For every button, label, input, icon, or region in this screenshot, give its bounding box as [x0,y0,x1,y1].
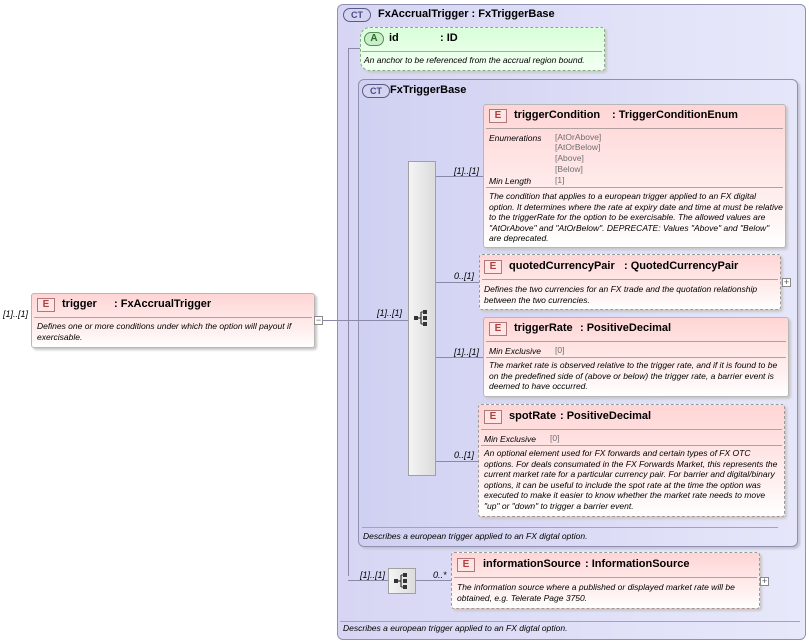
quoted-currency-pair-badge: E [484,260,502,274]
spot-rate-facet-label: Min Exclusive [484,434,536,444]
inner-ct-badge: CT [362,84,390,98]
trigger-root-name: trigger [62,298,97,310]
quoted-currency-pair-name: quotedCurrencyPair [509,260,615,272]
inner-ct-description: Describes a european trigger applied to … [363,531,588,541]
trigger-root-separator [34,317,312,318]
trigger-rate-multiplicity: [1]..[1] [454,347,480,357]
outer-ct-separator [340,621,800,622]
information-source-separator [454,577,757,578]
information-source-description: The information source where a published… [457,582,735,603]
trigger-rate-description: The market rate is observed relative to … [489,360,778,391]
trigger-rate-separator-top [486,341,786,342]
trigger-rate-badge: E [489,322,507,336]
trigger-condition-multiplicity: [1]..[1] [454,166,480,176]
information-source-type: : InformationSource [585,558,690,570]
branch-quoted-currency-pair [436,282,479,283]
attribute-name: id [389,32,399,44]
trigger-condition-separator-bottom [486,187,783,188]
connector-to-attribute [348,48,360,49]
min-length-value: [1] [555,175,565,185]
enumerations-label: Enumerations [489,133,542,143]
spot-rate-facet-value: [0] [550,433,560,443]
min-length-label: Min Length [489,176,532,186]
quoted-currency-pair-type: : QuotedCurrencyPair [624,260,739,272]
sequence-compositor[interactable] [408,161,436,476]
enumeration-value: [AtOrBelow] [555,142,601,152]
trigger-condition-badge: E [489,109,507,123]
outer-ct-description: Describes a european trigger applied to … [343,623,568,633]
information-source-sequence-compositor[interactable] [388,568,416,594]
trigger-condition-name: triggerCondition [514,109,601,121]
enumeration-value: [Below] [555,164,583,174]
trigger-root-description: Defines one or more conditions under whi… [37,321,292,342]
trigger-rate-type: : PositiveDecimal [580,322,672,334]
attribute-separator [362,51,602,52]
connector-to-info-seq [348,580,388,581]
expand-quoted-currency-pair-button[interactable]: + [782,277,791,287]
branch-information-source [416,580,451,581]
connector-root-to-ct [322,320,358,321]
root-multiplicity: [1]..[1] [3,309,29,319]
quoted-currency-pair-description: Defines the two currencies for an FX tra… [484,284,758,305]
information-source-name: informationSource [483,558,581,570]
connector-vertical-main [348,48,349,576]
enumeration-value: [Above] [555,153,584,163]
branch-trigger-condition [436,176,483,177]
attribute-badge: A [364,32,384,46]
attribute-type: : ID [440,32,458,44]
trigger-condition-separator-top [486,128,783,129]
connector-to-inner-ct [348,320,408,321]
sequence-multiplicity: [1]..[1] [377,308,403,318]
trigger-rate-facet-value: [0] [555,345,565,355]
spot-rate-description: An optional element used for FX forwards… [484,448,778,511]
sequence-icon [414,310,427,326]
trigger-root-card[interactable] [31,293,315,348]
information-source-sequence-multiplicity: [1]..[1] [360,570,386,580]
information-source-card[interactable] [451,552,760,609]
branch-trigger-rate [436,357,483,358]
branch-spot-rate [436,461,479,462]
spot-rate-name: spotRate [509,410,557,422]
spot-rate-card[interactable] [478,404,785,517]
trigger-rate-name: triggerRate [514,322,573,334]
spot-rate-multiplicity: 0..[1] [454,450,475,460]
information-source-multiplicity: 0..* [433,570,447,580]
quoted-currency-pair-separator [482,279,778,280]
quoted-currency-pair-card[interactable] [479,254,781,310]
trigger-rate-separator-bottom [486,357,786,358]
trigger-root-type: : FxAccrualTrigger [114,298,212,310]
trigger-condition-type: : TriggerConditionEnum [612,109,738,121]
trigger-rate-facet-label: Min Exclusive [489,346,541,356]
trigger-condition-description: The condition that applies to a european… [489,191,783,243]
outer-ct-title: FxAccrualTrigger : FxTriggerBase [378,8,555,20]
trigger-root-badge: E [37,298,55,312]
expand-information-source-button[interactable]: + [760,576,769,586]
inner-ct-separator [362,527,778,528]
information-source-badge: E [457,558,475,572]
enumeration-value: [AtOrAbove] [555,132,602,142]
spot-rate-type: : PositiveDecimal [560,410,652,422]
outer-ct-badge: CT [343,8,371,22]
collapse-trigger-button[interactable]: − [314,315,323,325]
spot-rate-badge: E [484,410,502,424]
sequence-icon [394,573,407,589]
spot-rate-separator-top [481,429,782,430]
attribute-id-card[interactable] [360,27,605,71]
attribute-description: An anchor to be referenced from the accr… [364,55,585,65]
inner-ct-title: FxTriggerBase [390,84,467,96]
spot-rate-separator-bottom [481,445,782,446]
quoted-currency-pair-multiplicity: 0..[1] [454,271,475,281]
